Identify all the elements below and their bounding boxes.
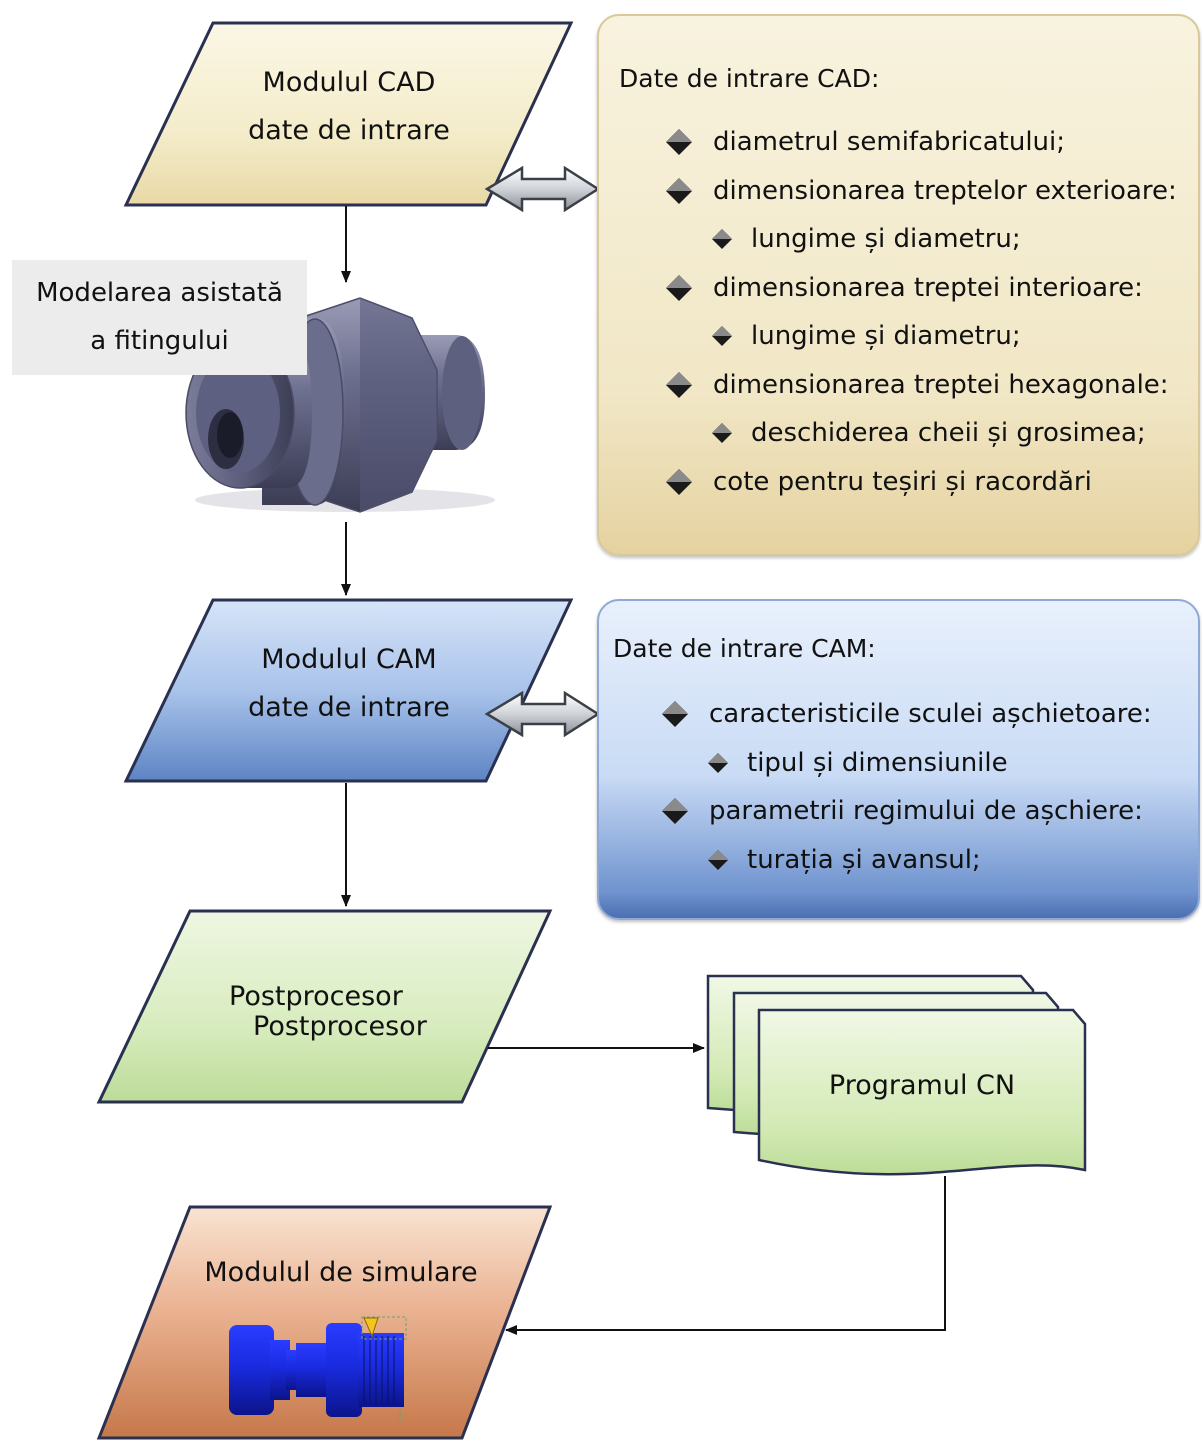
diamond-bullet-icon xyxy=(711,312,733,361)
cam-module-line2: date de intrare xyxy=(248,692,450,723)
list-item: caracteristicile sculei așchietoare: xyxy=(661,690,1152,739)
program-cn-label: Programul CN xyxy=(829,1070,1015,1101)
list-item-text: dimensionarea treptei interioare: xyxy=(713,272,1143,303)
fitting-3d-model xyxy=(185,297,495,513)
modeling-label-line1: Modelarea asistată xyxy=(36,278,283,308)
simulation-module-shape: Modulul de simulare xyxy=(96,1205,553,1440)
list-item: deschiderea cheii și grosimea; xyxy=(665,409,1177,458)
list-item: dimensionarea treptei interioare: xyxy=(665,264,1177,313)
cad-panel-title: Date de intrare CAD: xyxy=(619,64,880,93)
diamond-bullet-icon xyxy=(665,264,693,313)
diamond-bullet-icon xyxy=(665,458,693,507)
list-item-text: cote pentru teșiri și racordări xyxy=(713,466,1092,497)
cad-module-shape: Modulul CAD date de intrare xyxy=(123,21,574,207)
cad-module-line1: Modulul CAD xyxy=(263,67,436,98)
cam-input-list: caracteristicile sculei așchietoare: tipu… xyxy=(661,690,1152,884)
diamond-bullet-icon xyxy=(665,361,693,410)
list-item-text: diametrul semifabricatului; xyxy=(713,127,1066,157)
list-item-text: dimensionarea treptelor exterioare: xyxy=(713,175,1177,206)
list-item: dimensionarea treptei hexagonale: xyxy=(665,361,1177,410)
diamond-bullet-icon xyxy=(707,739,729,788)
cad-module-line2: date de intrare xyxy=(248,115,450,146)
list-item-text: turația și avansul; xyxy=(747,844,981,875)
list-item-text: dimensionarea treptei hexagonale: xyxy=(713,369,1169,400)
diamond-bullet-icon xyxy=(661,690,689,739)
simulated-part-image xyxy=(229,1316,407,1422)
list-item-text: tipul și dimensiunile xyxy=(747,747,1008,778)
cam-panel-title: Date de intrare CAM: xyxy=(613,634,876,663)
simulation-module-label: Modulul de simulare xyxy=(204,1257,477,1288)
list-item-text: lungime și diametru; xyxy=(751,321,1021,351)
arrow-program-to-sim xyxy=(505,1176,946,1335)
modeling-label-line2: a fitingului xyxy=(90,326,229,356)
list-item-text: caracteristicile sculei așchietoare: xyxy=(709,699,1152,729)
cad-input-panel: Date de intrare CAD: diametrul semifabri… xyxy=(597,14,1200,556)
diamond-bullet-icon xyxy=(665,118,693,167)
cam-module-line1: Modulul CAM xyxy=(261,644,436,675)
diamond-bullet-icon xyxy=(665,167,693,216)
list-item: tipul și dimensiunile xyxy=(661,739,1152,788)
postprocesor-line1: Postprocesor xyxy=(229,981,404,1012)
postprocesor-line2: Postprocesor xyxy=(253,1011,428,1042)
list-item: dimensionarea treptelor exterioare: xyxy=(665,167,1177,216)
cam-module-shape: Modulul CAM date de intrare xyxy=(123,598,574,783)
diamond-bullet-icon xyxy=(711,409,733,458)
list-item: diametrul semifabricatului; xyxy=(665,118,1177,167)
cam-input-panel: Date de intrare CAM: caracteristicile sc… xyxy=(597,599,1200,920)
list-item: parametrii regimului de așchiere: xyxy=(661,787,1152,836)
diamond-bullet-icon xyxy=(707,836,729,885)
list-item: cote pentru teșiri și racordări xyxy=(665,458,1177,507)
list-item: lungime și diametru; xyxy=(665,312,1177,361)
diamond-bullet-icon xyxy=(661,787,689,836)
cad-double-arrow xyxy=(484,165,601,213)
cad-input-list: diametrul semifabricatului; dimensionarea… xyxy=(665,118,1177,506)
list-item-text: parametrii regimului de așchiere: xyxy=(709,796,1143,826)
list-item-text: deschiderea cheii și grosimea; xyxy=(751,418,1146,448)
list-item: lungime și diametru; xyxy=(665,215,1177,264)
list-item: turația și avansul; xyxy=(661,836,1152,885)
program-cn-shape: Programul CN xyxy=(706,974,1087,1176)
modeling-label-box: Modelarea asistată a fitingului xyxy=(12,260,307,375)
diamond-bullet-icon xyxy=(711,215,733,264)
list-item-text: lungime și diametru; xyxy=(751,224,1021,254)
postprocesor-shape: Postprocesor Postprocesor xyxy=(96,909,553,1104)
